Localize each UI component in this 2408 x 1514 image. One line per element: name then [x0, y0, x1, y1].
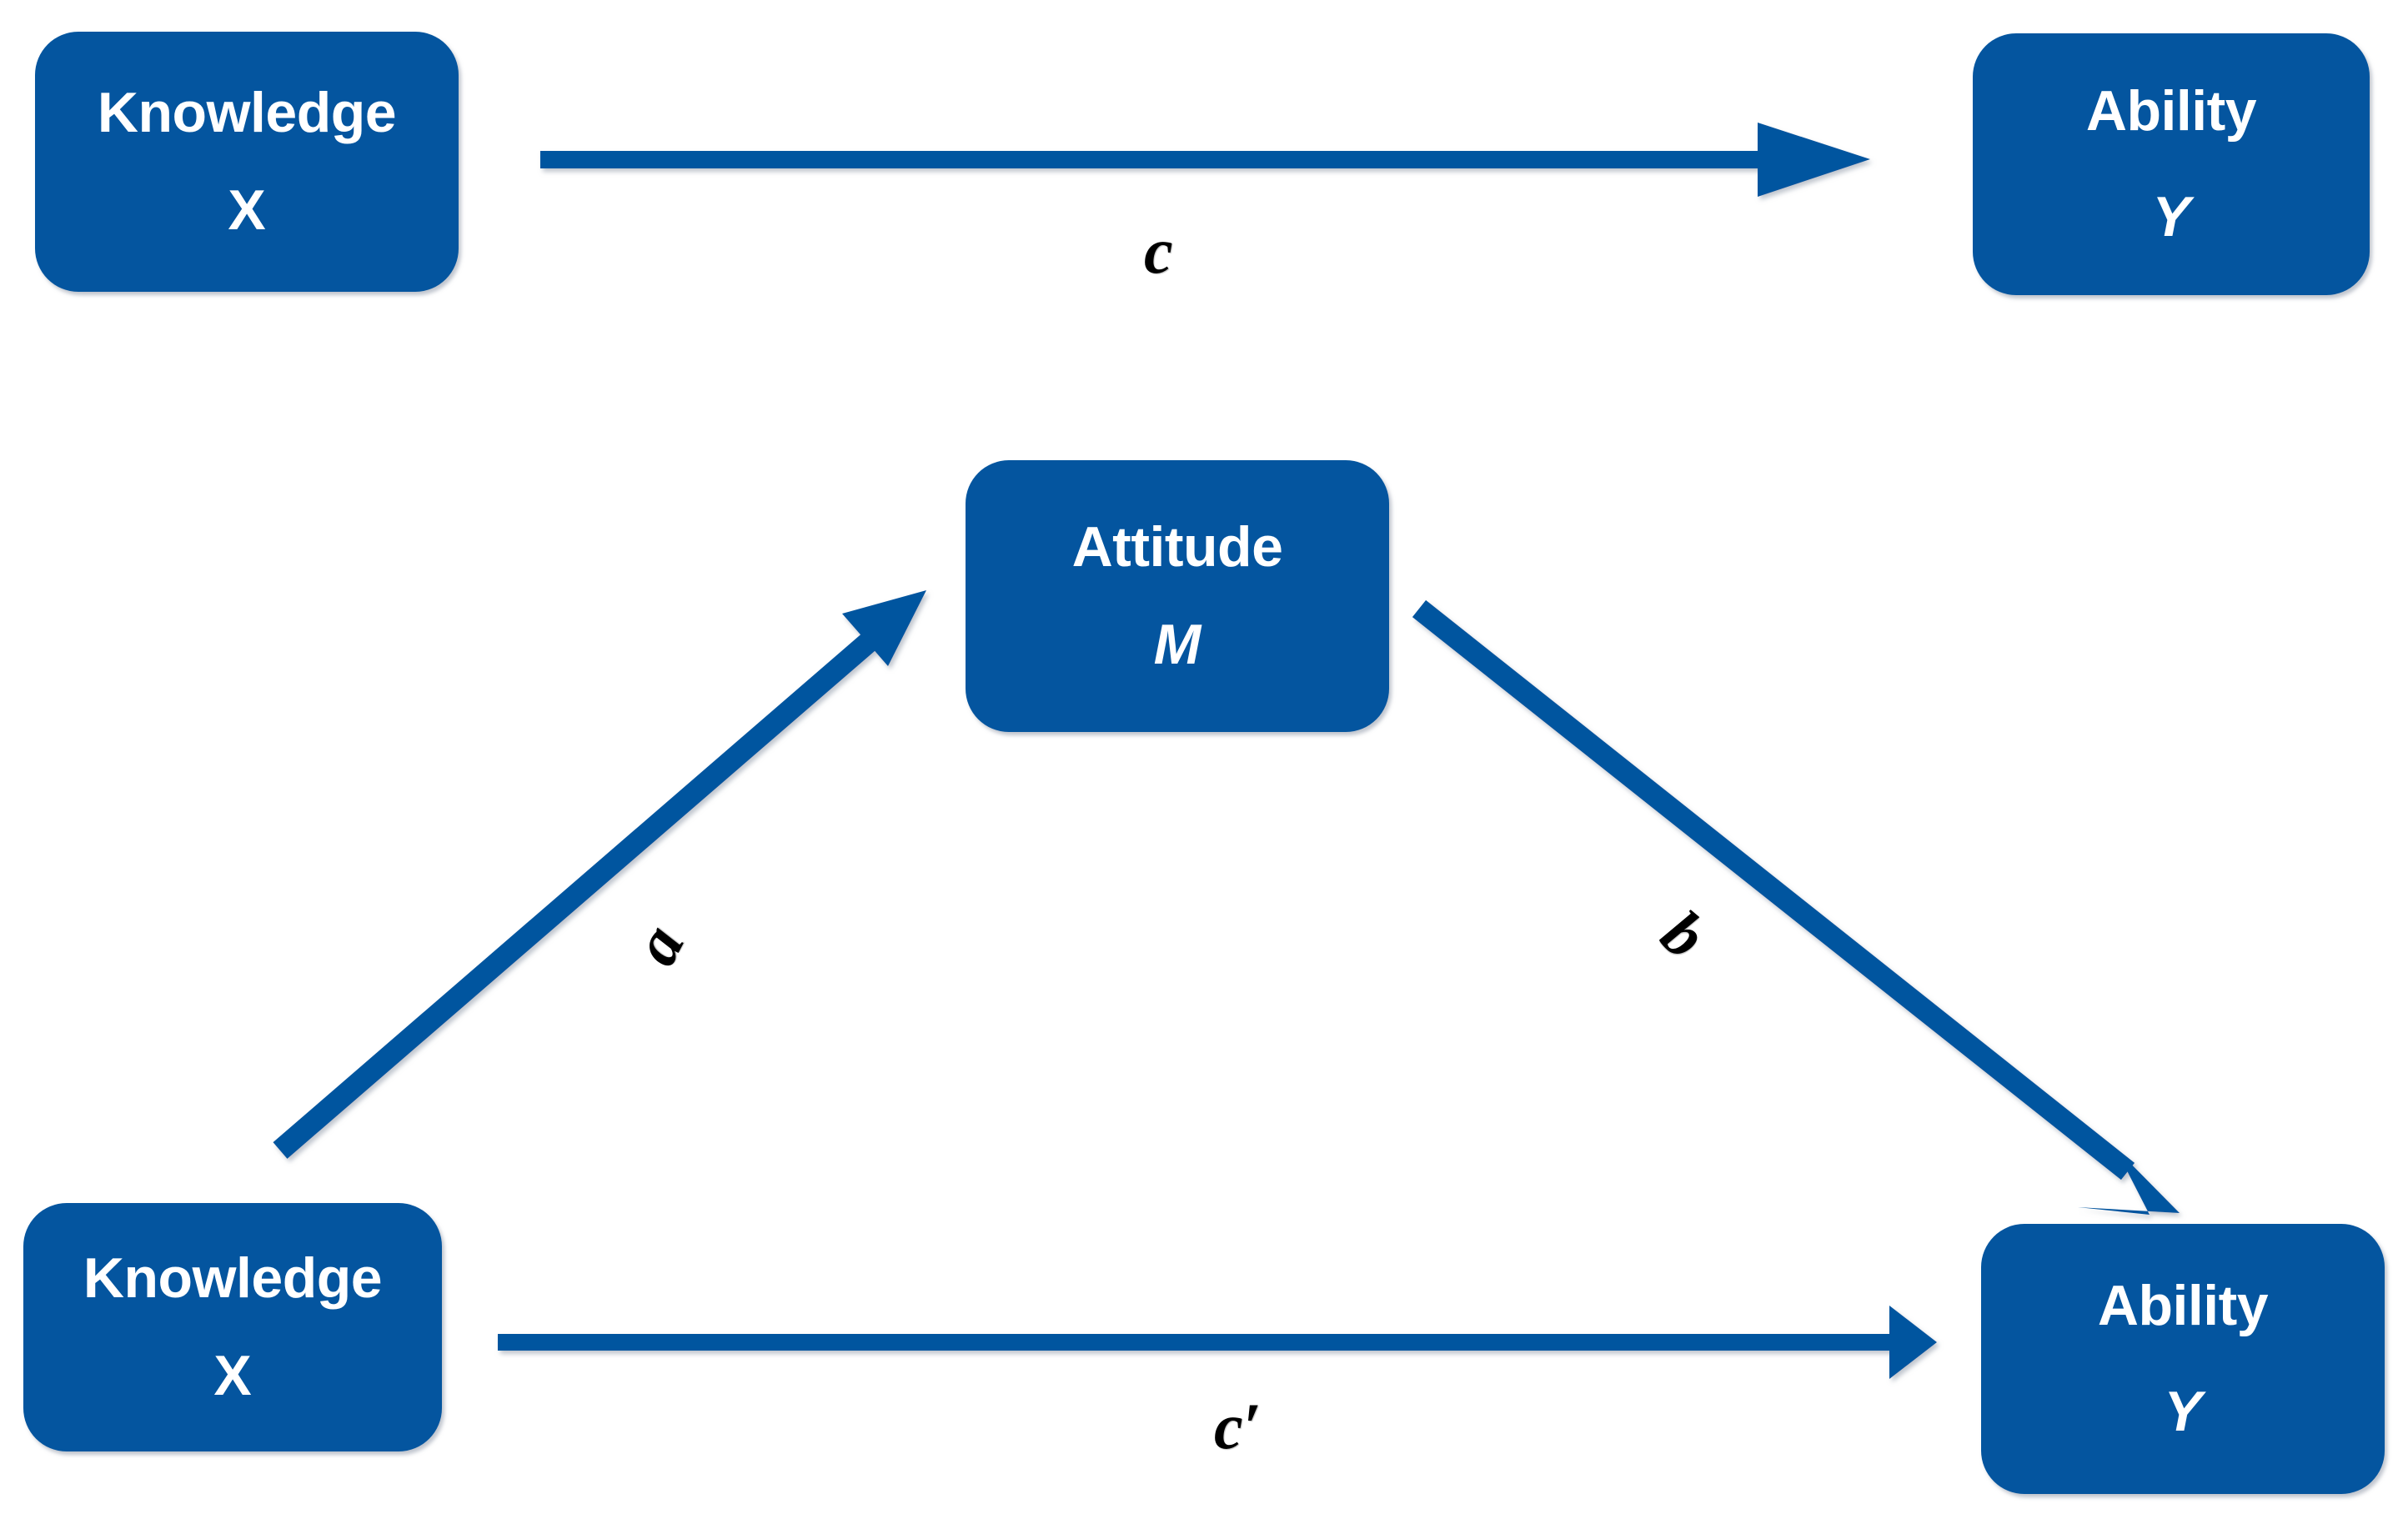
path-arrow-c — [540, 123, 1870, 197]
path-label-a: a — [618, 913, 698, 976]
node-ability-bottom[interactable]: Ability Y — [1981, 1224, 2385, 1494]
node-title: Knowledge — [83, 1246, 383, 1310]
node-title: Attitude — [1071, 514, 1283, 579]
node-knowledge-top[interactable]: Knowledge X — [35, 32, 459, 292]
node-attitude[interactable]: Attitude M — [966, 460, 1389, 732]
node-variable: X — [213, 1344, 252, 1407]
node-title: Ability — [2085, 78, 2257, 143]
path-arrow-b — [1412, 599, 2180, 1215]
path-label-c: c — [1144, 214, 1173, 287]
node-variable: X — [228, 178, 266, 242]
path-label-b: b — [1648, 895, 1720, 973]
node-variable: Y — [2152, 185, 2190, 248]
node-variable: Y — [2164, 1380, 2202, 1443]
path-arrow-c-prime — [498, 1306, 1937, 1379]
node-title: Ability — [2097, 1273, 2269, 1337]
node-variable: M — [1153, 613, 1201, 676]
path-label-c-prime: c′ — [1214, 1390, 1262, 1462]
node-knowledge-bottom[interactable]: Knowledge X — [23, 1203, 442, 1451]
path-arrow-a — [273, 590, 926, 1159]
node-ability-top[interactable]: Ability Y — [1973, 33, 2370, 295]
node-title: Knowledge — [97, 80, 397, 144]
